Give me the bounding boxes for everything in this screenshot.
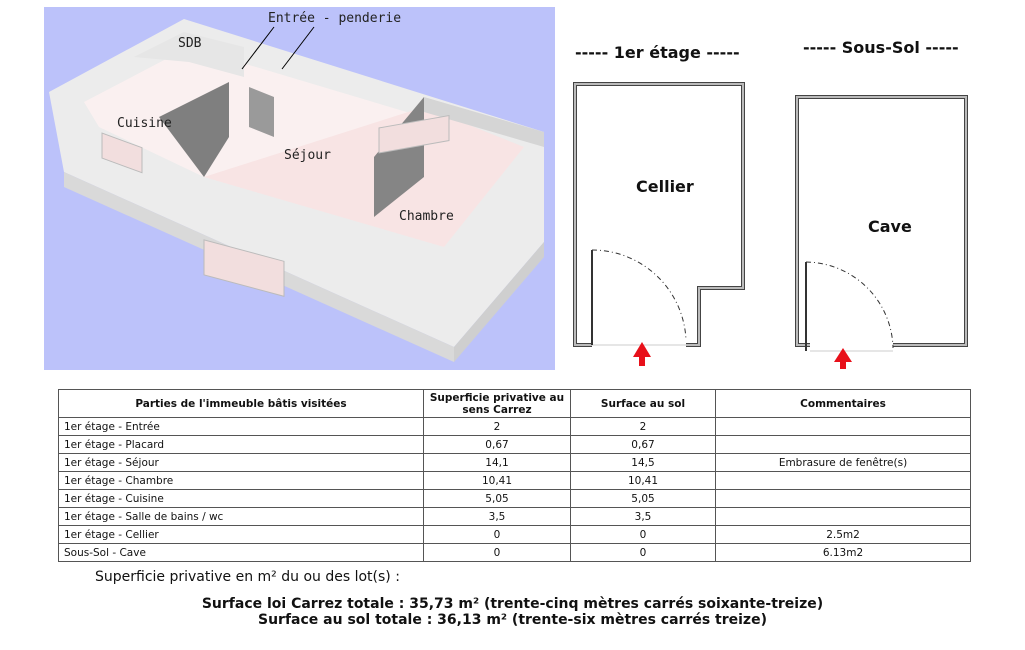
header-carrez: Superficie privative au sens Carrez [423, 389, 571, 418]
cell-partie: Sous-Sol - Cave [58, 543, 424, 562]
cell-carrez: 0,67 [423, 435, 571, 454]
surface-table: Parties de l'immeuble bâtis visitées Sup… [58, 389, 971, 562]
room-label-cave: Cave [868, 217, 912, 236]
cell-carrez: 14,1 [423, 453, 571, 472]
cell-carrez: 2 [423, 417, 571, 436]
label-sdb: SDB [178, 36, 202, 51]
total-carrez: Surface loi Carrez totale : 35,73 m² (tr… [201, 596, 824, 612]
cell-sol: 0 [570, 543, 716, 562]
3d-model-drawing [49, 19, 544, 362]
label-sejour: Séjour [284, 148, 331, 163]
cell-sol: 14,5 [570, 453, 716, 472]
floorplans-drawing [573, 82, 968, 369]
cell-carrez: 0 [423, 543, 571, 562]
3d-floor-view: Entrée - penderie SDB Cuisine Séjour Cha… [44, 7, 555, 370]
cell-carrez: 5,05 [423, 489, 571, 508]
cell-commentaire [715, 471, 971, 490]
cell-partie: 1er étage - Séjour [58, 453, 424, 472]
cell-sol: 2 [570, 417, 716, 436]
cell-commentaire [715, 507, 971, 526]
entrance-arrow-icon [834, 348, 852, 362]
header-commentaires: Commentaires [715, 389, 971, 418]
entrance-arrow-icon [633, 342, 651, 357]
floorplan-title-1er-etage: ----- 1er étage ----- [575, 43, 740, 62]
cell-partie: 1er étage - Entrée [58, 417, 424, 436]
cell-commentaire: 2.5m2 [715, 525, 971, 544]
cell-partie: 1er étage - Placard [58, 435, 424, 454]
label-cuisine: Cuisine [117, 116, 172, 131]
table-header-row: Parties de l'immeuble bâtis visitées Sup… [58, 389, 971, 418]
cell-carrez: 0 [423, 525, 571, 544]
summary-label: Superficie privative en m² du ou des lot… [95, 569, 400, 585]
cell-partie: 1er étage - Cuisine [58, 489, 424, 508]
cell-carrez: 3,5 [423, 507, 571, 526]
cell-commentaire [715, 417, 971, 436]
cell-commentaire: Embrasure de fenêtre(s) [715, 453, 971, 472]
cell-sol: 3,5 [570, 507, 716, 526]
floorplan-title-sous-sol: ----- Sous-Sol ----- [803, 38, 959, 57]
cell-commentaire: 6.13m2 [715, 543, 971, 562]
cell-sol: 5,05 [570, 489, 716, 508]
cell-sol: 0 [570, 525, 716, 544]
cell-commentaire [715, 435, 971, 454]
cell-sol: 10,41 [570, 471, 716, 490]
total-sol: Surface au sol totale : 36,13 m² (trente… [258, 612, 767, 628]
cell-partie: 1er étage - Chambre [58, 471, 424, 490]
header-parties: Parties de l'immeuble bâtis visitées [58, 389, 424, 418]
header-sol: Surface au sol [570, 389, 716, 418]
cell-partie: 1er étage - Cellier [58, 525, 424, 544]
cell-carrez: 10,41 [423, 471, 571, 490]
label-chambre: Chambre [399, 209, 454, 224]
label-entree: Entrée - penderie [268, 11, 402, 26]
room-label-cellier: Cellier [636, 177, 694, 196]
cell-sol: 0,67 [570, 435, 716, 454]
cell-partie: 1er étage - Salle de bains / wc [58, 507, 424, 526]
cell-commentaire [715, 489, 971, 508]
